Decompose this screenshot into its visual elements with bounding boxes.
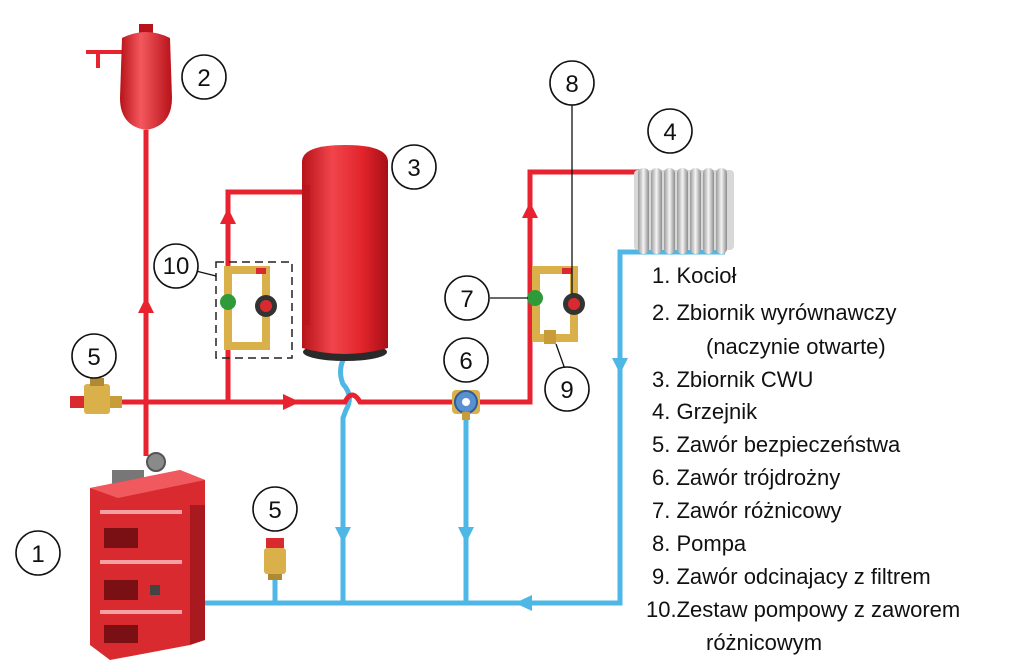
- callout-3: 3: [391, 144, 437, 190]
- svg-text:7: 7: [460, 286, 473, 313]
- legend-item-2-note: (naczynie otwarte): [706, 334, 886, 359]
- callout-5a: 5: [71, 333, 117, 379]
- svg-text:3: 3: [407, 155, 420, 182]
- shutoff-valve-filter-icon: [544, 330, 556, 344]
- pump-set-icon: [215, 261, 293, 359]
- callout-2: 2: [181, 54, 227, 100]
- svg-text:8: 8: [565, 71, 578, 98]
- supply-flow-arrows: [138, 202, 538, 410]
- boiler-icon: [90, 452, 205, 660]
- callout-7: 7: [444, 275, 490, 321]
- svg-text:5: 5: [268, 497, 281, 524]
- pump-group-right: [527, 266, 585, 344]
- callout-6: 6: [443, 337, 489, 383]
- callout-1: 1: [15, 530, 61, 576]
- safety-valve-icon: [70, 378, 122, 414]
- legend-item-1: 1. Kocioł: [652, 263, 736, 288]
- svg-text:6: 6: [459, 348, 472, 375]
- callout-5b: 5: [252, 486, 298, 532]
- svg-text:9: 9: [560, 377, 573, 404]
- legend-item-9: 9. Zawór odcinajacy z filtrem: [652, 564, 931, 589]
- legend-item-3: 3. Zbiornik CWU: [652, 367, 813, 392]
- differential-valve-icon: [527, 290, 543, 306]
- legend-item-6: 6. Zawór trójdrożny: [652, 465, 840, 490]
- legend: 1. Kocioł 2. Zbiornik wyrównawczy (naczy…: [646, 263, 960, 655]
- legend-item-2: 2. Zbiornik wyrównawczy: [652, 300, 897, 325]
- callout-8: 8: [549, 60, 595, 106]
- legend-item-8: 8. Pompa: [652, 531, 747, 556]
- svg-text:5: 5: [87, 344, 100, 371]
- svg-text:10: 10: [163, 253, 190, 280]
- expansion-tank-icon: [86, 24, 172, 130]
- svg-text:4: 4: [663, 119, 676, 146]
- legend-item-10-cont: różnicowym: [706, 630, 822, 655]
- callout-9: 9: [544, 366, 590, 412]
- hot-water-tank-icon: [302, 145, 388, 361]
- callout-10: 10: [153, 243, 199, 289]
- return-flow-arrows: [335, 358, 628, 611]
- legend-item-7: 7. Zawór różnicowy: [652, 498, 842, 523]
- safety-valve-icon: [264, 538, 286, 580]
- callout-4: 4: [647, 108, 693, 154]
- legend-item-10: 10.Zestaw pompowy z zaworem: [646, 597, 960, 622]
- svg-text:1: 1: [31, 541, 44, 568]
- legend-item-4: 4. Grzejnik: [652, 399, 758, 424]
- three-way-valve-icon: [452, 390, 480, 420]
- legend-item-5: 5. Zawór bezpieczeństwa: [652, 432, 901, 457]
- radiator-icon: [634, 168, 734, 254]
- svg-text:2: 2: [197, 65, 210, 92]
